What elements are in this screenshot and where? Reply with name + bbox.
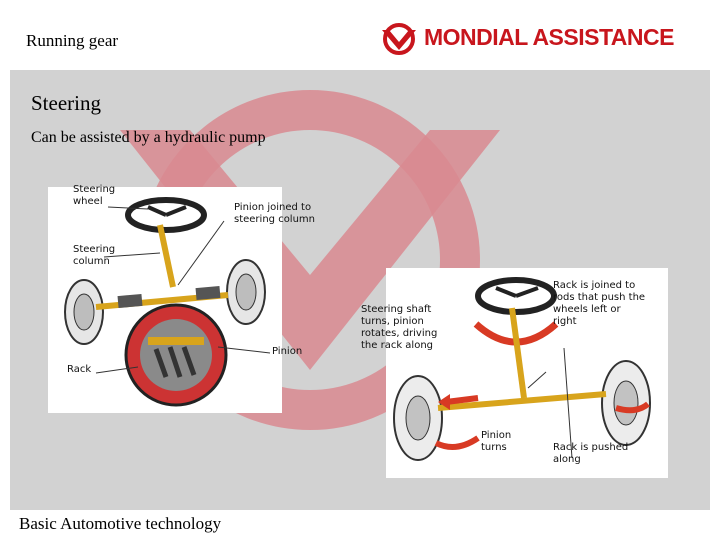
slide-title: Steering	[31, 91, 101, 115]
brand-logo: MONDIAL ASSISTANCE	[378, 22, 708, 56]
label-pinion: Pinion	[272, 346, 303, 357]
brand-name: MONDIAL ASSISTANCE	[424, 24, 674, 50]
header-title: Running gear	[26, 31, 119, 50]
rack-pinion-action-illustration	[393, 277, 651, 461]
footer-text: Basic Automotive technology	[19, 514, 222, 533]
slide-subtitle: Can be assisted by a hydraulic pump	[31, 129, 266, 146]
mondial-chevron-logo-icon	[382, 23, 416, 55]
steering-diagram-right	[386, 268, 668, 478]
label-rack: Rack	[67, 364, 92, 375]
steering-assembly-illustration	[64, 197, 271, 407]
steering-diagram-left	[48, 187, 282, 413]
